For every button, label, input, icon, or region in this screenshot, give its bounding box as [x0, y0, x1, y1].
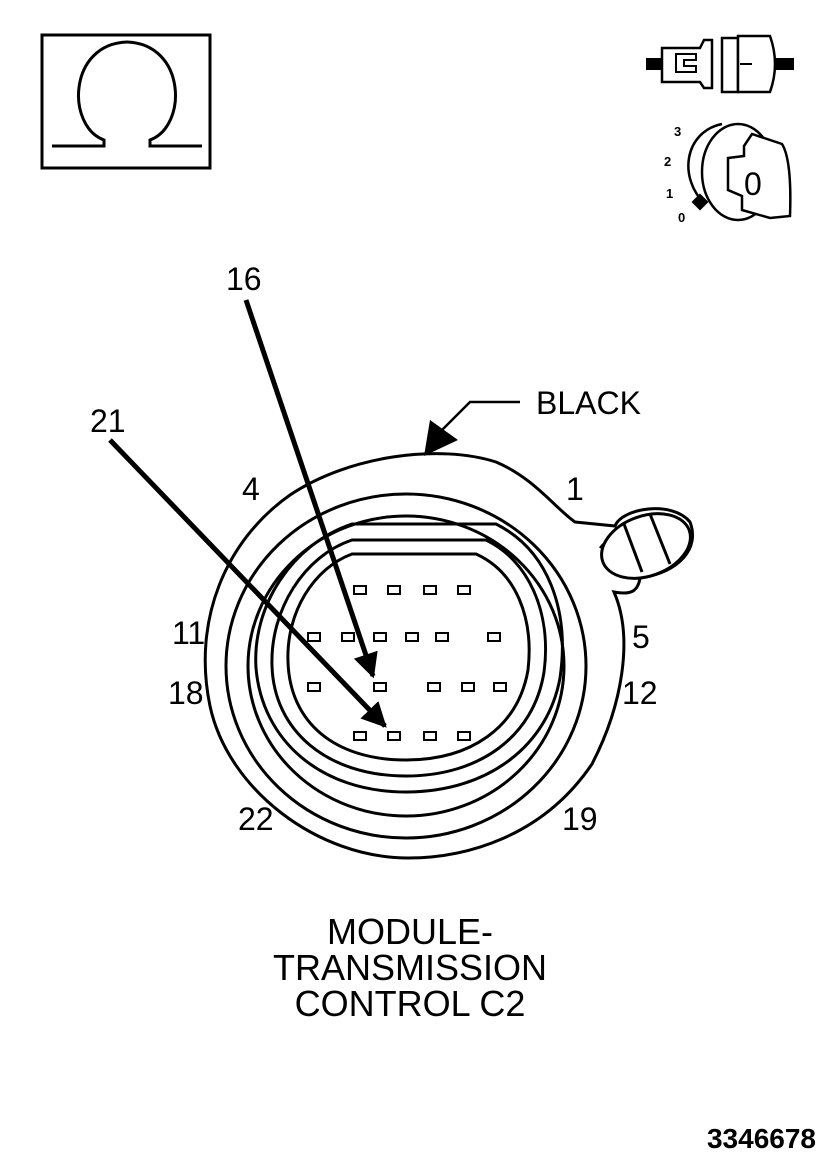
pin-16-arrow — [243, 299, 378, 679]
pin-cavities — [307, 585, 507, 741]
figure-number: 3346678 — [707, 1123, 816, 1154]
cavity-label-18: 18 — [168, 675, 204, 711]
cavity-row-2 — [307, 632, 501, 642]
cavity-label-22: 22 — [238, 801, 274, 837]
cavity-label-19: 19 — [562, 801, 598, 837]
cavity-label-12: 12 — [622, 675, 658, 711]
cavity-label-5: 5 — [632, 619, 650, 655]
cavity-label-1: 1 — [566, 471, 584, 507]
cavity-label-4: 4 — [242, 471, 260, 507]
key-mark-3: 3 — [674, 124, 681, 139]
caption-line-2: TRANSMISSION — [273, 947, 547, 988]
caption-line-3: CONTROL C2 — [295, 983, 526, 1024]
cavity-label-11: 11 — [172, 615, 205, 651]
connector-body — [203, 452, 694, 860]
ignition-key-icon: 3 2 1 0 0 — [664, 122, 792, 225]
color-label-leader — [424, 400, 520, 456]
pin-callout-16: 16 — [226, 261, 262, 297]
key-mark-2: 2 — [664, 154, 671, 169]
ohmmeter-icon — [40, 33, 212, 170]
key-off-glyph: 0 — [744, 166, 762, 202]
disconnected-connector-icon — [646, 34, 794, 94]
key-mark-0: 0 — [678, 210, 685, 225]
connector-color-label: BLACK — [536, 385, 641, 421]
pin-21-arrow — [108, 438, 387, 728]
cavity-row-4 — [353, 731, 471, 741]
cavity-row-1 — [353, 585, 471, 595]
key-mark-1: 1 — [666, 186, 673, 201]
cavity-row-3 — [307, 682, 507, 692]
pin-callout-21: 21 — [90, 403, 126, 439]
caption-line-1: MODULE- — [327, 911, 493, 952]
